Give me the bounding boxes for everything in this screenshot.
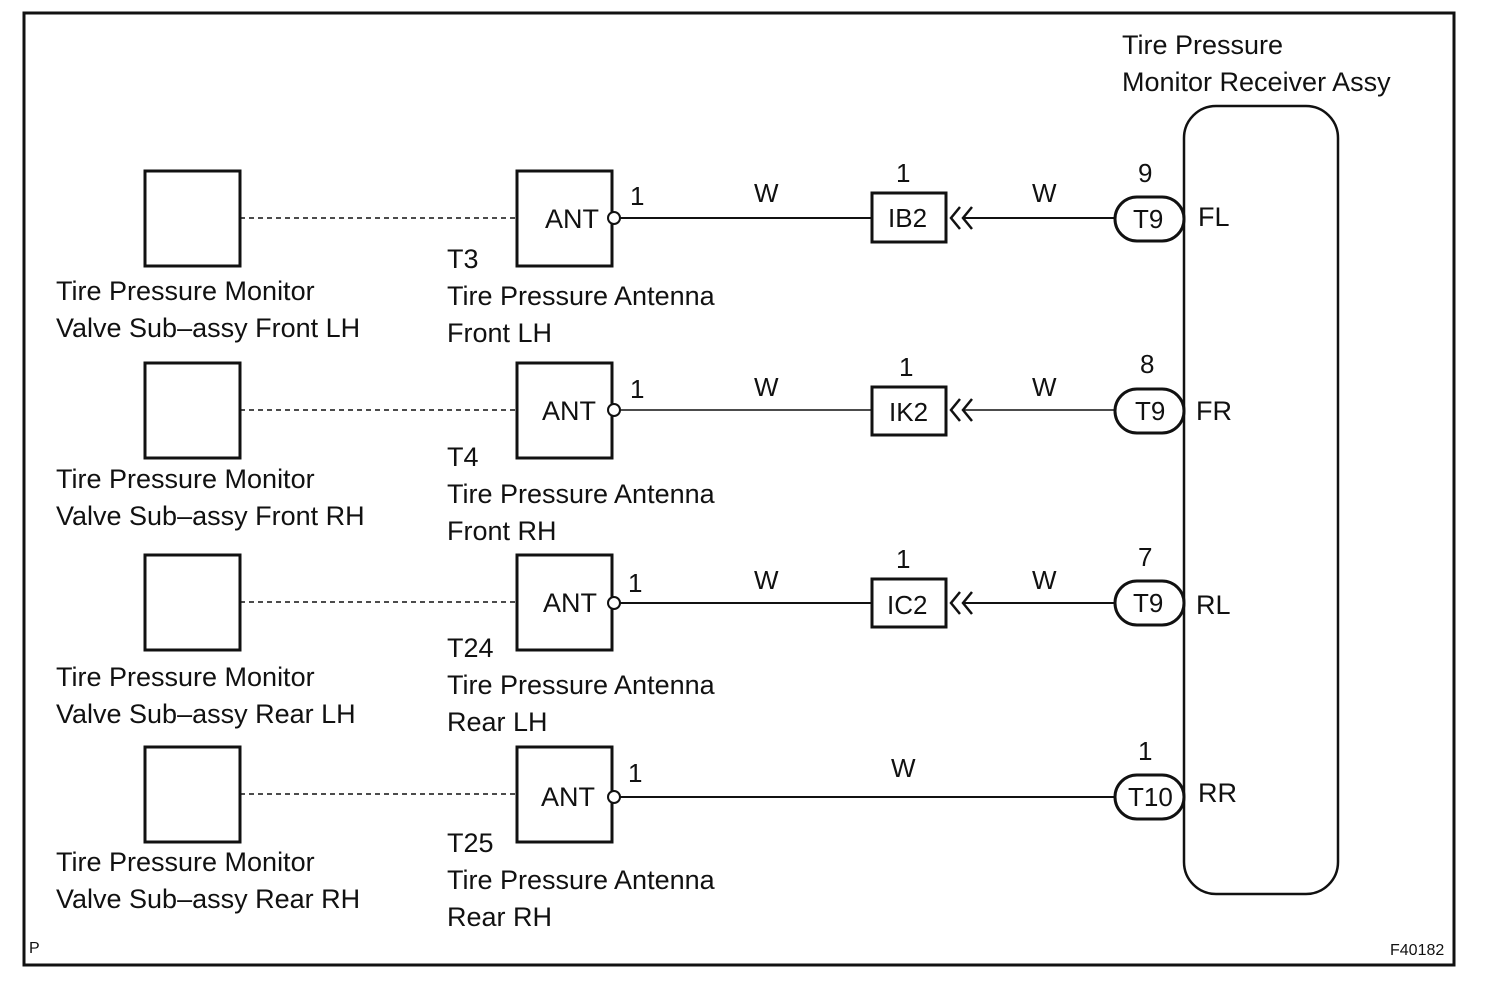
antenna-label-line1: Tire Pressure Antenna — [447, 670, 716, 700]
junction-pin: 1 — [896, 158, 910, 188]
antenna-code: T25 — [447, 828, 494, 858]
antenna-pin: 1 — [628, 568, 642, 598]
antenna-label-line2: Rear RH — [447, 902, 552, 932]
antenna-terminal — [607, 403, 621, 417]
row-rear-rh: ANT 1 W 1 T10 RR T25 Tire Pressure Monit… — [56, 736, 1237, 932]
connector-code: T9 — [1133, 204, 1163, 234]
wire-color-left: W — [754, 178, 779, 208]
antenna-label-line1: Tire Pressure Antenna — [447, 479, 716, 509]
valve-box — [143, 361, 242, 460]
valve-label-line1: Tire Pressure Monitor — [56, 662, 315, 692]
valve-label-line2: Valve Sub–assy Rear RH — [56, 884, 360, 914]
junction-box — [870, 577, 948, 629]
signal-name: FL — [1198, 202, 1230, 232]
antenna-text: ANT — [541, 782, 595, 812]
connector-pin: 7 — [1138, 542, 1152, 572]
connector-oval — [1113, 773, 1186, 821]
valve-box — [143, 169, 242, 268]
valve-label-line1: Tire Pressure Monitor — [56, 847, 315, 877]
antenna-text: ANT — [545, 204, 599, 234]
antenna-terminal — [607, 211, 621, 225]
antenna-terminal — [607, 790, 621, 804]
antenna-code: T3 — [447, 244, 479, 274]
wire-color-right: W — [1032, 565, 1057, 595]
signal-name: FR — [1196, 396, 1232, 426]
valve-label-line2: Valve Sub–assy Front RH — [56, 501, 365, 531]
receiver-block — [1182, 104, 1340, 896]
junction-box — [870, 191, 948, 244]
valve-label-line2: Valve Sub–assy Rear LH — [56, 699, 356, 729]
corner-mark: P — [29, 940, 40, 957]
antenna-label-line2: Rear LH — [447, 707, 548, 737]
connector-pin: 1 — [1138, 736, 1152, 766]
connector-oval — [1113, 579, 1186, 627]
antenna-text: ANT — [543, 588, 597, 618]
antenna-pin: 1 — [630, 374, 644, 404]
antenna-terminal — [607, 596, 621, 610]
valve-label-line2: Valve Sub–assy Front LH — [56, 313, 360, 343]
antenna-label-line2: Front RH — [447, 516, 557, 546]
connector-code: T9 — [1133, 588, 1163, 618]
signal-name: RR — [1198, 778, 1237, 808]
row-front-rh: ANT 1 W 1 IK2 W 8 T9 FR T4 Tire Pressure… — [56, 349, 1232, 546]
receiver-title-line1: Tire Pressure — [1122, 30, 1283, 60]
antenna-label-line1: Tire Pressure Antenna — [447, 865, 716, 895]
connector-code: T9 — [1135, 396, 1165, 426]
antenna-pin: 1 — [628, 758, 642, 788]
antenna-label-line1: Tire Pressure Antenna — [447, 281, 716, 311]
wire-color-right: W — [1032, 372, 1057, 402]
antenna-code: T24 — [447, 633, 494, 663]
row-rear-lh: ANT 1 W 1 IC2 W 7 T9 RL T24 Tire Pressur… — [56, 542, 1231, 737]
valve-box — [143, 553, 242, 652]
junction-code: IC2 — [887, 590, 927, 620]
junction-code: IK2 — [889, 397, 928, 427]
junction-pin: 1 — [896, 544, 910, 574]
wire-color: W — [891, 753, 916, 783]
connector-pin: 9 — [1138, 158, 1152, 188]
junction-box — [870, 385, 948, 437]
diagram-frame — [22, 11, 1456, 967]
figure-id: F40182 — [1390, 942, 1444, 959]
antenna-code: T4 — [447, 442, 479, 472]
antenna-text: ANT — [542, 396, 596, 426]
valve-box — [143, 745, 242, 844]
antenna-pin: 1 — [630, 181, 644, 211]
junction-pin: 1 — [899, 352, 913, 382]
wire-color-left: W — [754, 372, 779, 402]
signal-name: RL — [1196, 590, 1231, 620]
connector-pin: 8 — [1140, 349, 1154, 379]
valve-label-line1: Tire Pressure Monitor — [56, 276, 315, 306]
connector-oval — [1113, 387, 1186, 435]
junction-code: IB2 — [888, 203, 927, 233]
row-front-lh: ANT 1 W 1 IB2 W 9 T9 FL T3 Tire Pressure… — [56, 158, 1230, 348]
connector-oval — [1113, 195, 1186, 243]
valve-label-line1: Tire Pressure Monitor — [56, 464, 315, 494]
antenna-label-line2: Front LH — [447, 318, 552, 348]
wire-color-left: W — [754, 565, 779, 595]
connector-code: T10 — [1128, 782, 1173, 812]
wire-color-right: W — [1032, 178, 1057, 208]
receiver-title-line2: Monitor Receiver Assy — [1122, 67, 1391, 97]
